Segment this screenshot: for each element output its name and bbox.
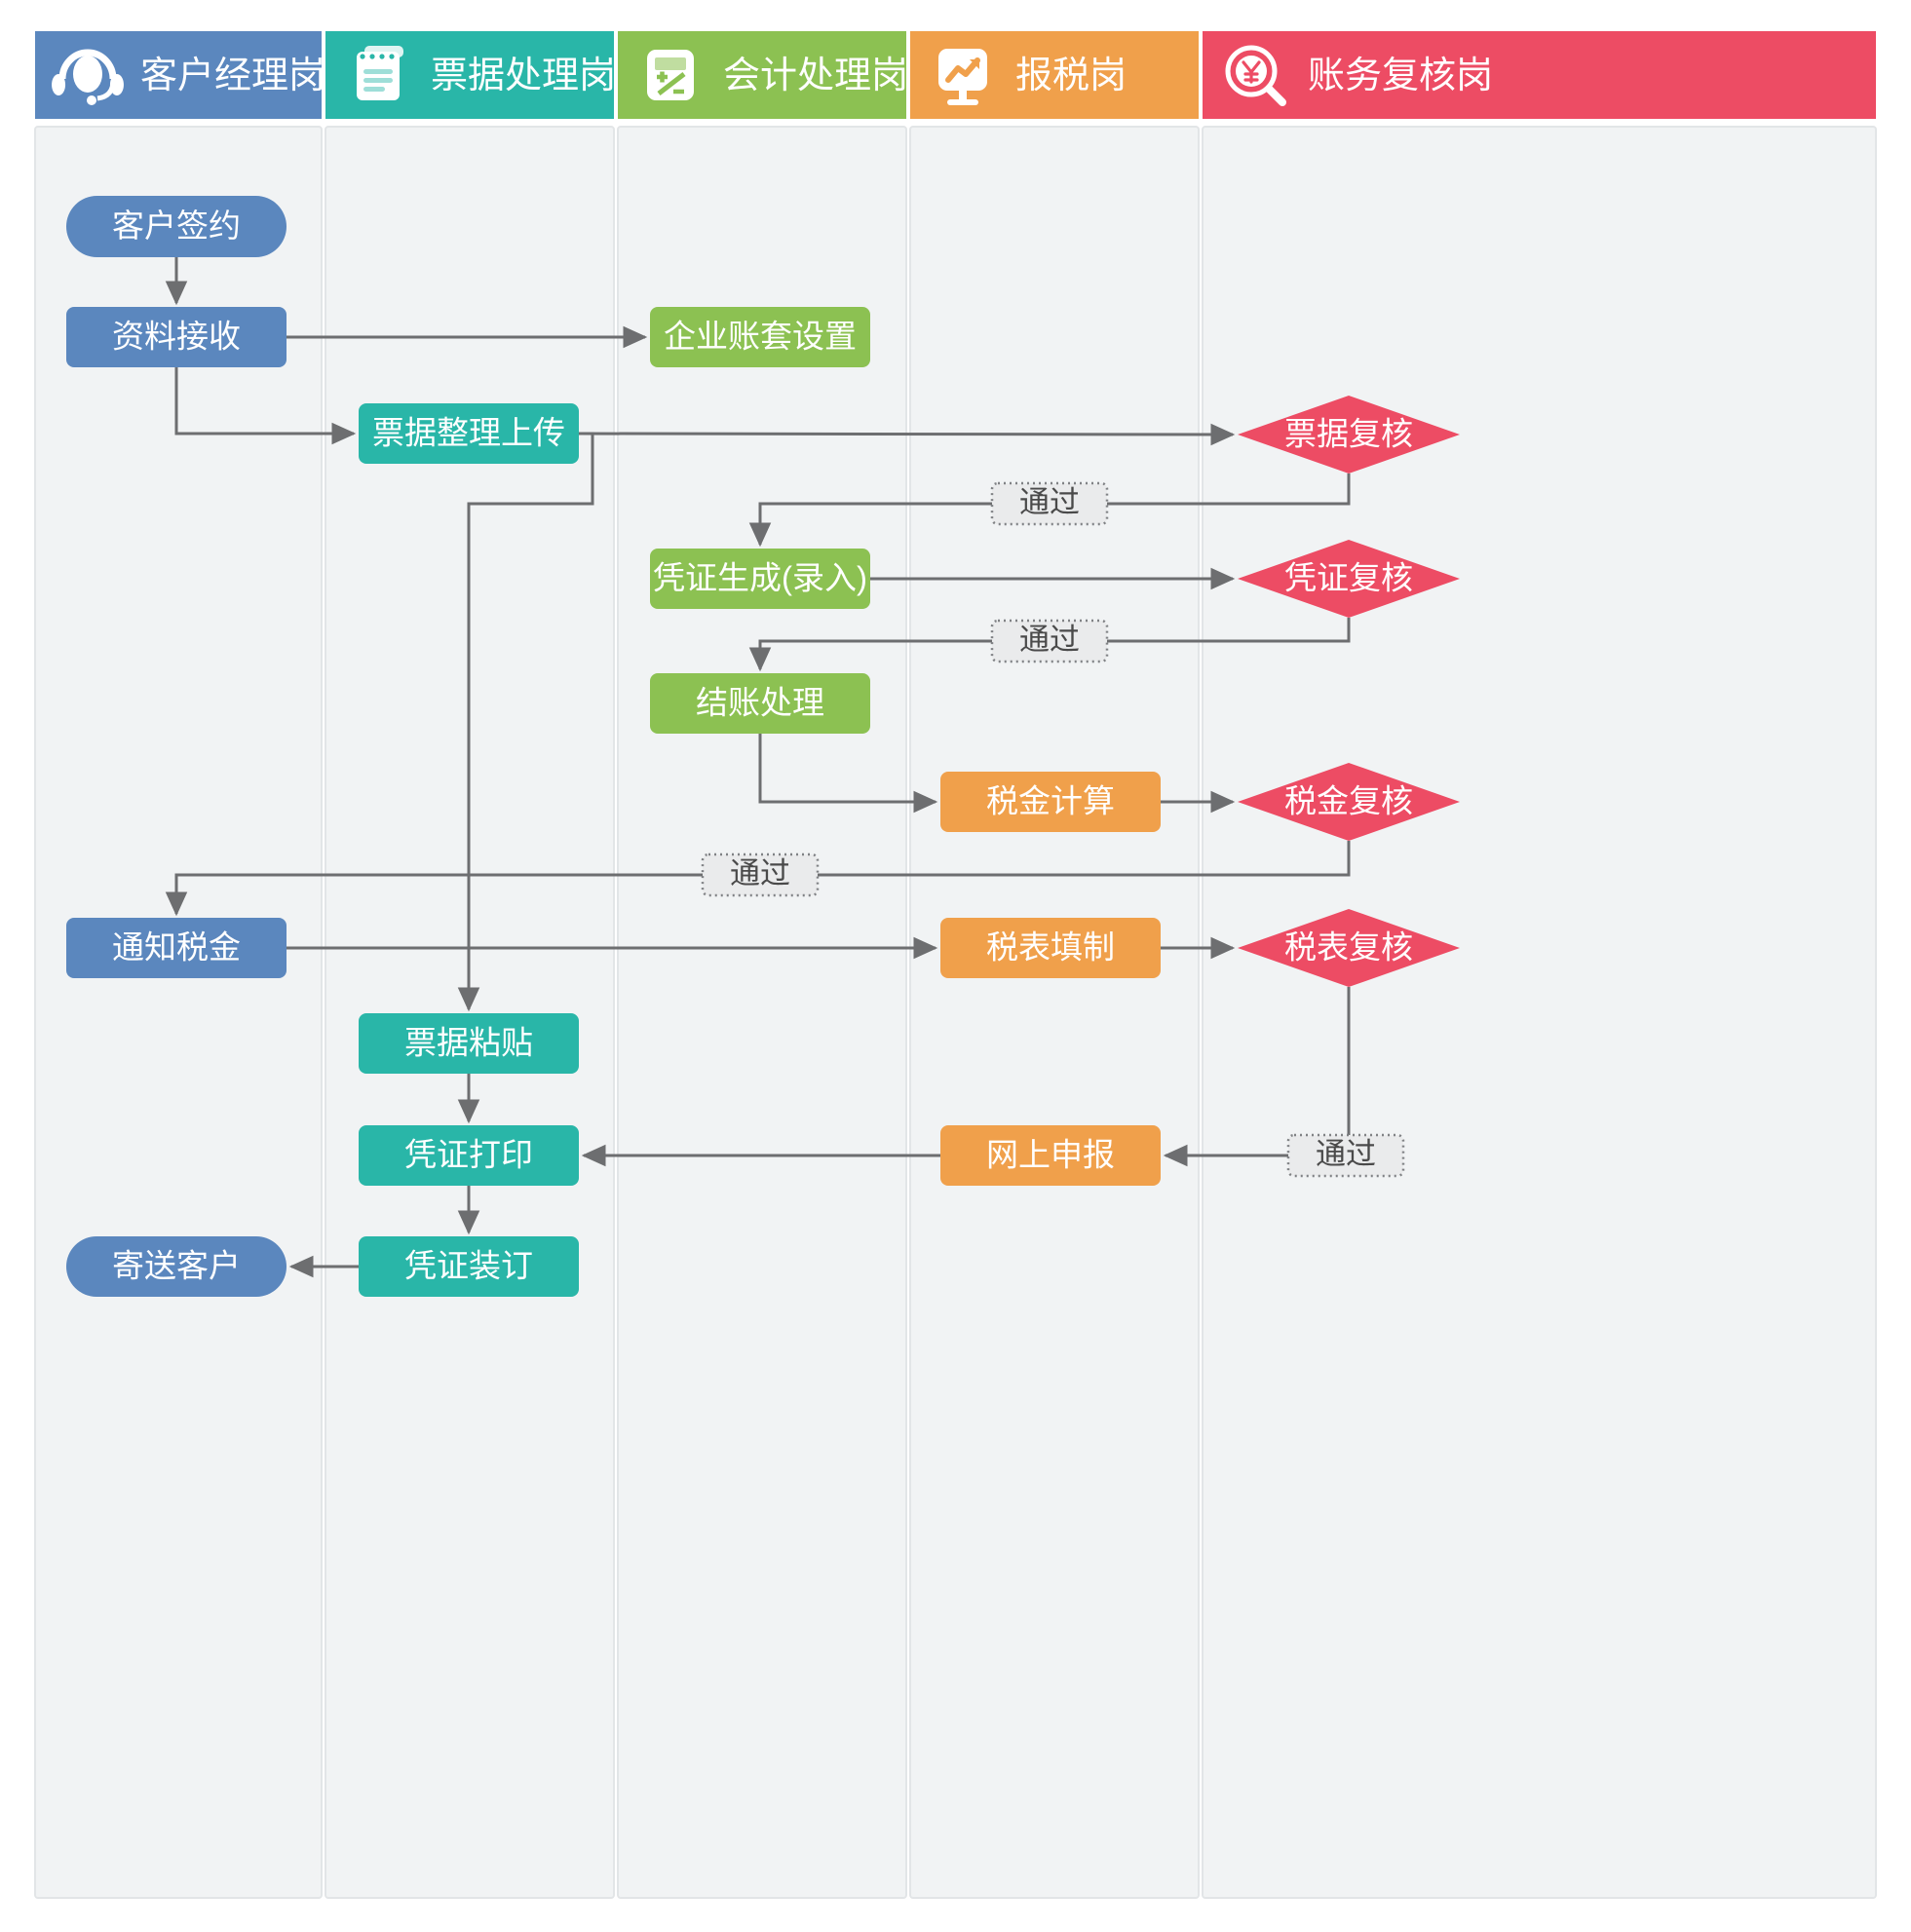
node-n6[interactable]: 凭证生成(录入) [650, 549, 870, 609]
lane-header-label: 票据处理岗 [431, 56, 616, 96]
node-label: 凭证生成(录入) [653, 560, 867, 596]
node-label: 结账处理 [696, 685, 824, 721]
lane-bodies [34, 126, 1877, 1899]
node-label: 凭证复核 [1284, 560, 1413, 596]
lane-body-tax [909, 126, 1200, 1899]
node-n8[interactable]: 结账处理 [650, 673, 870, 734]
node-n12[interactable]: 税表填制 [940, 918, 1161, 978]
lane-header-review[interactable]: 账务复核岗 [1203, 31, 1876, 119]
edge [578, 423, 1236, 446]
node-label: 资料接收 [112, 319, 241, 355]
node-label: 票据粘贴 [404, 1025, 533, 1061]
calculator-icon [647, 50, 694, 100]
node-label: 凭证装订 [404, 1248, 533, 1284]
node-label: 网上申报 [986, 1137, 1115, 1173]
edge [758, 734, 938, 814]
lane-header-accounting[interactable]: 会计处理岗 [618, 31, 908, 119]
edge-label-e4: 通过 [1286, 1133, 1405, 1178]
lane-header-manager[interactable]: 客户经理岗 [35, 31, 325, 119]
node-n1[interactable]: 客户签约 [66, 196, 287, 257]
node-n18[interactable]: 寄送客户 [66, 1236, 287, 1297]
node-label: 税金复核 [1284, 783, 1413, 819]
node-n17[interactable]: 凭证装订 [359, 1236, 579, 1297]
lane-header-label: 客户经理岗 [140, 56, 325, 96]
node-n5[interactable]: 票据复核 [1238, 396, 1460, 474]
node-n14[interactable]: 票据粘贴 [359, 1013, 579, 1074]
node-n9[interactable]: 税金计算 [940, 772, 1161, 832]
chart-monitor-icon [938, 49, 987, 105]
edge-label-e1: 通过 [990, 481, 1109, 526]
node-label: 税表复核 [1284, 929, 1413, 966]
lane-header-bill[interactable]: 票据处理岗 [325, 31, 616, 119]
headset-icon [52, 49, 124, 105]
edge-label-text: 通过 [730, 856, 790, 890]
node-label: 票据整理上传 [372, 415, 565, 451]
node-n13[interactable]: 税表复核 [1238, 909, 1460, 987]
lane-header-label: 会计处理岗 [723, 56, 908, 96]
lane-header-label: 账务复核岗 [1308, 56, 1493, 96]
node-label: 票据复核 [1284, 416, 1413, 452]
lane-body-manager [34, 126, 323, 1899]
node-n7[interactable]: 凭证复核 [1238, 540, 1460, 618]
edge-label-e3: 通过 [701, 852, 820, 897]
edge-label-e2: 通过 [990, 619, 1109, 663]
notepad-icon [357, 46, 403, 100]
node-label: 通知税金 [112, 929, 241, 966]
node-n15[interactable]: 凭证打印 [359, 1125, 579, 1186]
node-label: 寄送客户 [112, 1248, 241, 1284]
node-n10[interactable]: 税金复核 [1238, 763, 1460, 841]
lane-headers: 客户经理岗 票据处理岗 会计处理岗 报税岗 账务复核岗 [35, 31, 1876, 119]
node-n3[interactable]: 企业账套设置 [650, 307, 870, 367]
edge-label-text: 通过 [1316, 1137, 1376, 1171]
node-label: 客户签约 [112, 208, 241, 244]
lane-body-review [1202, 126, 1877, 1899]
lane-header-tax[interactable]: 报税岗 [910, 31, 1199, 119]
node-n11[interactable]: 通知税金 [66, 918, 287, 978]
lane-header-label: 报税岗 [1015, 56, 1127, 96]
yuan-magnifier-icon [1225, 45, 1286, 106]
node-n16[interactable]: 网上申报 [940, 1125, 1161, 1186]
edge [174, 367, 357, 445]
node-label: 企业账套设置 [664, 319, 857, 355]
node-label: 凭证打印 [404, 1137, 533, 1173]
lane-body-accounting [617, 126, 907, 1899]
edge [457, 432, 594, 1012]
node-n2[interactable]: 资料接收 [66, 307, 287, 367]
edge-label-text: 通过 [1019, 485, 1080, 519]
node-label: 税表填制 [986, 929, 1115, 966]
node-n4[interactable]: 票据整理上传 [359, 403, 579, 464]
lane-body-bill [325, 126, 615, 1899]
node-label: 税金计算 [986, 783, 1115, 819]
edge-label-text: 通过 [1019, 623, 1080, 657]
